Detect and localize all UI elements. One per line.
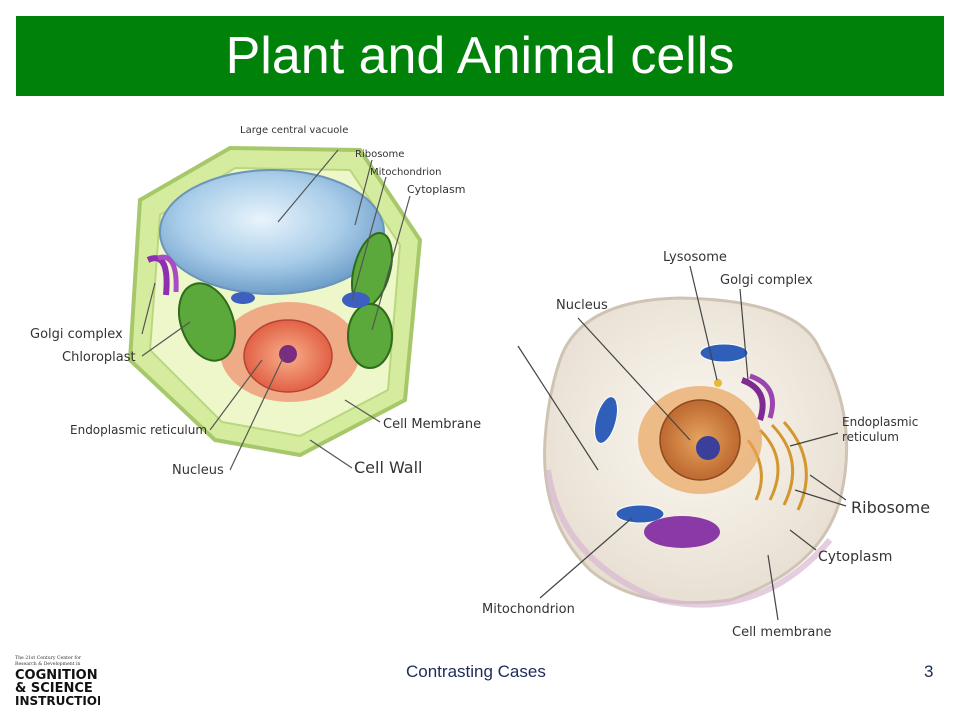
animal-label-lysosome: Lysosome [663, 250, 727, 265]
plant-golgi [146, 254, 179, 296]
cognition-science-instruction-logo: The 21st Century Center for Research & D… [14, 652, 107, 708]
plant-label-chloroplast: Chloroplast [62, 350, 136, 365]
animal-label-ribosome: Ribosome [851, 498, 930, 517]
svg-text:COGNITION: COGNITION [15, 668, 98, 683]
plant-label-vacuole: Large central vacuole [240, 125, 348, 136]
animal-cell: Lysosome Golgi complex Nucleus Endoplasm… [482, 250, 930, 640]
animal-golgi-lower [644, 516, 720, 548]
footer-title: Contrasting Cases [406, 662, 546, 681]
animal-mitochondrion-left [594, 396, 618, 444]
plant-mitochondrion [342, 292, 370, 308]
animal-label-cytoplasm: Cytoplasm [818, 549, 892, 565]
svg-text:INSTRUCTION: INSTRUCTION [15, 694, 100, 708]
slide-title: Plant and Animal cells [225, 27, 735, 85]
plant-label-er: Endoplasmic reticulum [70, 423, 207, 437]
animal-label-er-2: reticulum [842, 430, 899, 444]
animal-label-nucleus: Nucleus [556, 298, 608, 313]
plant-label-ribosome: Ribosome [355, 149, 404, 160]
animal-label-mitochondrion: Mitochondrion [482, 602, 575, 617]
lysosome [714, 379, 722, 387]
svg-text:& SCIENCE: & SCIENCE [15, 681, 93, 696]
plant-label-cytoplasm: Cytoplasm [407, 183, 465, 196]
animal-nucleolus [696, 436, 720, 460]
cells-diagram: Large central vacuole Ribosome Mitochond… [30, 125, 930, 640]
animal-mitochondrion-bottom [615, 504, 665, 524]
animal-leader-lines [517, 265, 847, 621]
title-bar: Plant and Animal cells [16, 16, 944, 96]
plant-label-wall: Cell Wall [354, 458, 422, 477]
animal-golgi [740, 373, 775, 421]
page-number: 3 [924, 662, 934, 681]
animal-label-membrane: Cell membrane [732, 625, 832, 640]
central-vacuole [159, 169, 385, 295]
plant-mito-2 [231, 292, 255, 304]
animal-cell-rim [545, 469, 833, 608]
animal-label-golgi: Golgi complex [720, 273, 813, 288]
plant-label-golgi: Golgi complex [30, 327, 123, 342]
plant-leader-lines [141, 149, 411, 471]
plant-nucleolus [279, 345, 297, 363]
plant-label-nucleus: Nucleus [172, 463, 224, 478]
svg-text:Research & Development in: Research & Development in [15, 661, 80, 667]
animal-label-er-1: Endoplasmic [842, 415, 918, 429]
plant-cell: Large central vacuole Ribosome Mitochond… [30, 125, 481, 478]
plant-label-mitochondrion: Mitochondrion [370, 167, 441, 178]
svg-text:The 21st Century Center for: The 21st Century Center for [15, 655, 82, 661]
animal-mitochondrion-top [699, 343, 749, 363]
plant-label-membrane: Cell Membrane [383, 417, 481, 432]
